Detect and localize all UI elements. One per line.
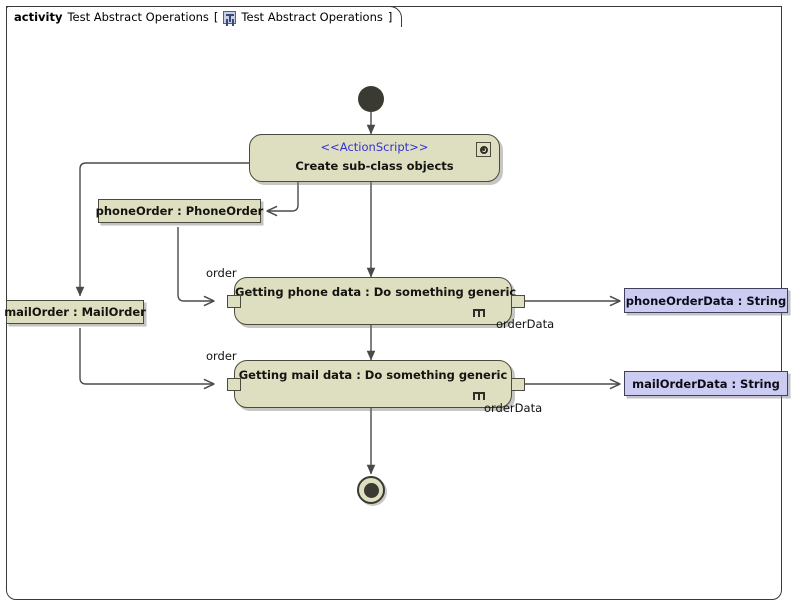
rake-icon [473,305,485,317]
output-pin-mail-order-data[interactable] [511,378,525,391]
activity-frame-header: activity Test Abstract Operations [ Test… [6,6,403,27]
action-script-icon [476,142,491,157]
object-node-mail-order-label: mailOrder : MailOrder [4,305,146,319]
activity-node-getting-mail-data-title: Getting mail data : Do something generic [238,368,508,382]
action-script-icon-dot [482,148,485,151]
edge-label-mail-order-in: order [206,349,237,363]
action-title: Create sub-class objects [295,159,454,173]
input-pin-mail-order[interactable] [227,378,241,391]
frame-qualified-name: Test Abstract Operations [241,10,383,24]
frame-name: Test Abstract Operations [67,10,209,24]
object-node-mail-order[interactable]: mailOrder : MailOrder [4,300,146,324]
edge-create-to-mailorder [75,162,249,297]
frame-keyword: activity [14,10,63,24]
activity-final-node-core [363,482,379,498]
activity-diagram-icon [223,10,237,24]
input-pin-phone-order[interactable] [227,295,241,308]
rake-icon [473,388,485,400]
frame-bracket-open: [ [213,10,219,24]
activity-final-node[interactable] [357,476,385,504]
edge-label-mail-data-out: orderData [484,401,543,415]
edge-mailorder-to-mail-pin [79,328,214,384]
frame-bracket-close: ] [387,10,393,24]
edge-label-phone-data-out: orderData [496,317,555,331]
action-script-icon-ring [479,145,488,154]
activity-node-getting-phone-data[interactable]: Getting phone data : Do something generi… [234,277,517,325]
action-node-create-sub-class-objects[interactable]: <<ActionScript>> Create sub-class object… [249,134,500,182]
edge-create-to-phoneorder [267,182,299,211]
data-node-mail-order-data-label: mailOrderData : String [632,376,780,391]
edge-phoneorder-to-phone-pin [177,227,214,301]
edge-label-phone-order-in: order [206,266,237,280]
activity-node-getting-phone-data-title: Getting phone data : Do something generi… [235,285,517,299]
data-node-phone-order-data-label: phoneOrderData : String [625,293,787,308]
initial-node[interactable] [358,86,384,112]
data-node-phone-order-data[interactable]: phoneOrderData : String [624,288,788,313]
activity-node-getting-mail-data[interactable]: Getting mail data : Do something generic [234,360,512,408]
action-stereotype: <<ActionScript>> [320,140,429,154]
object-node-phone-order[interactable]: phoneOrder : PhoneOrder [95,199,264,223]
data-node-mail-order-data[interactable]: mailOrderData : String [624,371,788,396]
object-node-phone-order-label: phoneOrder : PhoneOrder [95,204,264,218]
output-pin-phone-order-data[interactable] [511,295,525,308]
